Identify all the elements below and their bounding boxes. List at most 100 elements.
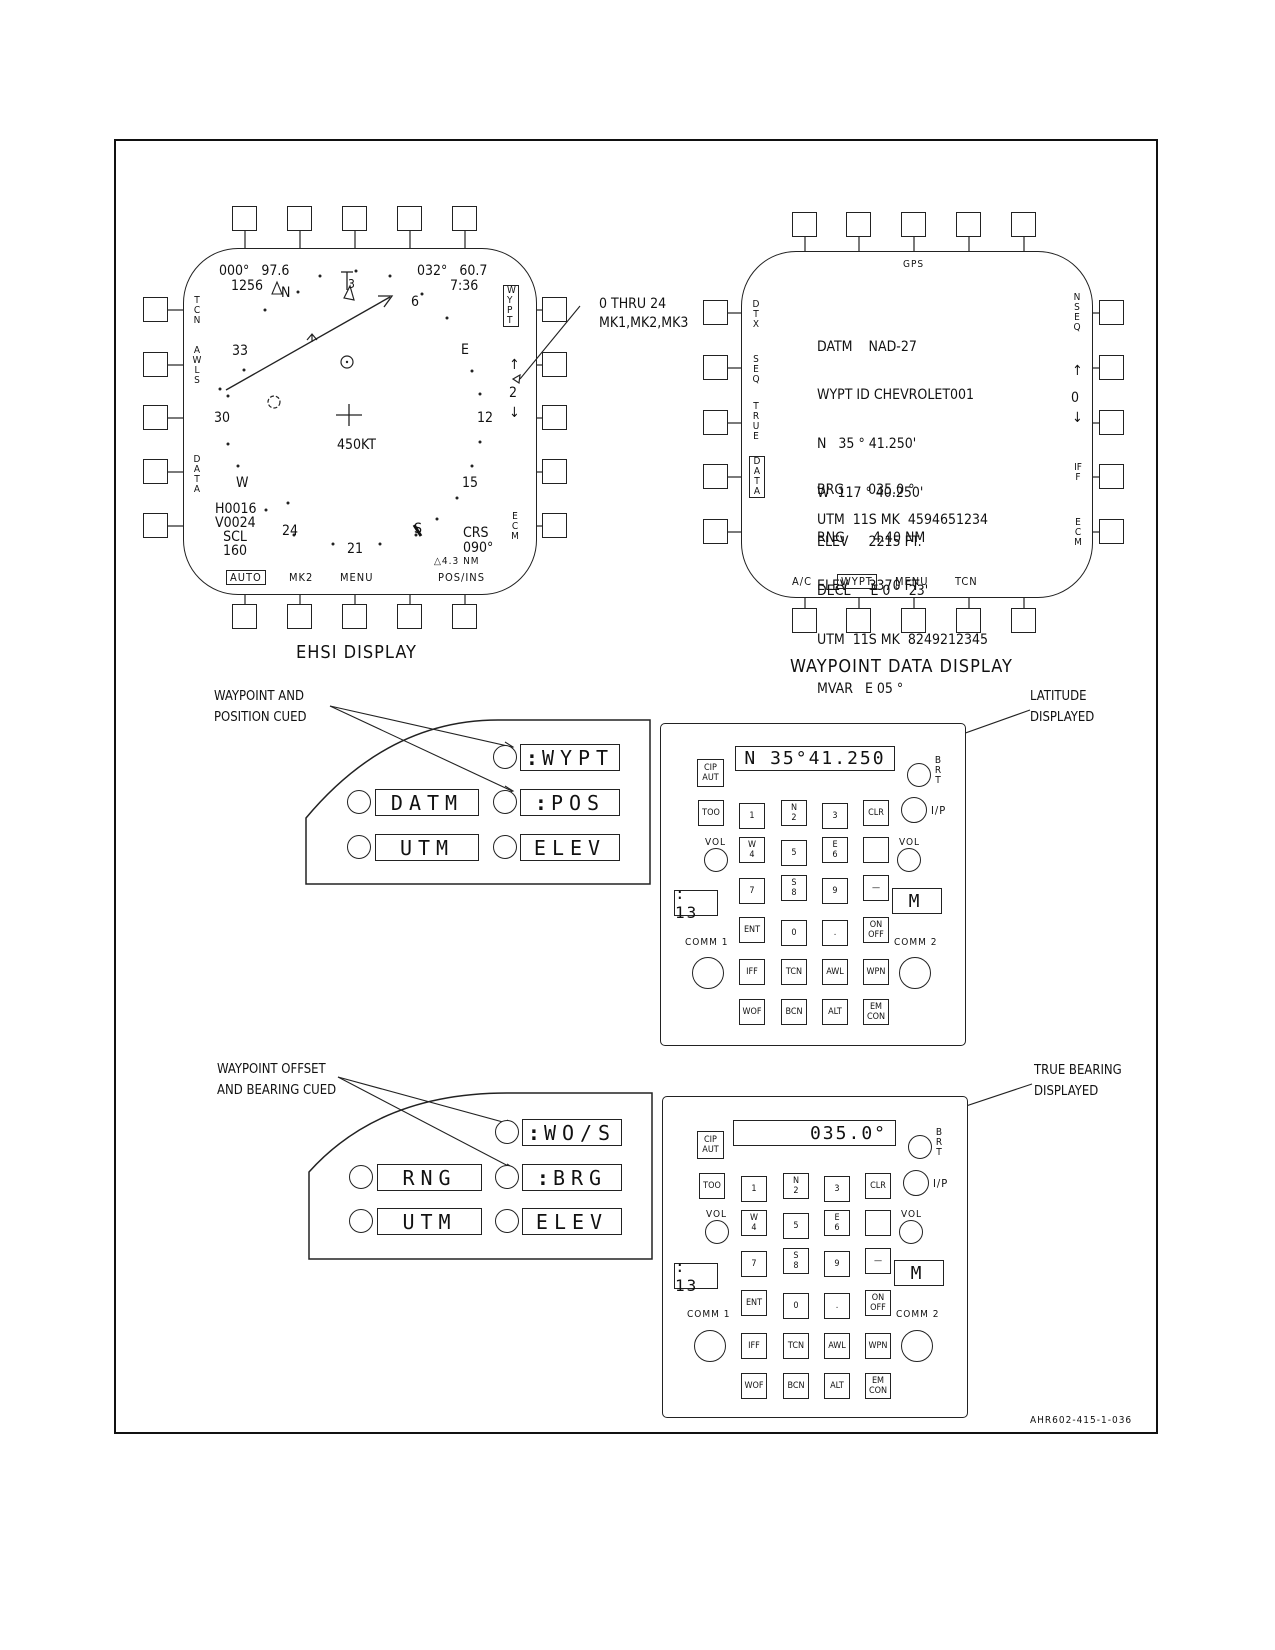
comm1-knob-2[interactable] <box>694 1330 726 1362</box>
wdd-osb-top-5[interactable] <box>1011 212 1036 237</box>
key-blank-2[interactable] <box>865 1210 891 1236</box>
key-w4-2[interactable]: W 4 <box>741 1210 767 1236</box>
wdd-label-data[interactable]: DATA <box>749 456 765 498</box>
cip-aut-key-2[interactable]: CIP AUT <box>697 1131 724 1159</box>
osb-top-2[interactable] <box>287 206 312 231</box>
key-e6[interactable]: E 6 <box>822 837 848 863</box>
key-too-2[interactable]: TOO <box>699 1173 725 1199</box>
key-iff-2[interactable]: IFF <box>741 1333 767 1359</box>
key-clr[interactable]: CLR <box>863 800 889 826</box>
key-0-2[interactable]: 0 <box>783 1293 809 1319</box>
osb-right-5[interactable] <box>542 513 567 538</box>
wdd-osb-top-2[interactable] <box>846 212 871 237</box>
option-elev[interactable]: ELEV <box>520 834 620 861</box>
osb-top-4[interactable] <box>397 206 422 231</box>
key-clr-2[interactable]: CLR <box>865 1173 891 1199</box>
option-datm[interactable]: DATM <box>375 789 479 816</box>
option-elev-2[interactable]: ELEV <box>522 1208 622 1235</box>
key-tcn-2[interactable]: TCN <box>783 1333 809 1359</box>
key-tcn[interactable]: TCN <box>781 959 807 985</box>
key-emcon-2[interactable]: EM CON <box>865 1373 891 1399</box>
comm1-knob[interactable] <box>692 957 724 989</box>
key-ent[interactable]: ENT <box>739 917 765 943</box>
wdd-osb-top-1[interactable] <box>792 212 817 237</box>
wdd-label-seq[interactable]: SEQ <box>752 354 760 385</box>
osb-left-4[interactable] <box>143 459 168 484</box>
key-iff[interactable]: IFF <box>739 959 765 985</box>
key-wpn[interactable]: WPN <box>863 959 889 985</box>
key-dot[interactable]: . <box>822 920 848 946</box>
wdd-ac-button[interactable]: A/C <box>792 575 813 588</box>
wdd-osb-left-1[interactable] <box>703 300 728 325</box>
osb-right-1[interactable] <box>542 297 567 322</box>
key-dot-2[interactable]: . <box>824 1293 850 1319</box>
key-blank[interactable] <box>863 837 889 863</box>
key-awl[interactable]: AWL <box>822 959 848 985</box>
osb-top-1[interactable] <box>232 206 257 231</box>
wdd-gps-label[interactable]: GPS <box>903 259 925 270</box>
osb-circle-datm[interactable] <box>347 790 371 814</box>
brt-knob[interactable] <box>907 763 931 787</box>
ehsi-mk2-button[interactable]: MK2 <box>289 571 314 584</box>
wdd-osb-right-5[interactable] <box>1099 519 1124 544</box>
osb-circle-utm-2[interactable] <box>349 1209 373 1233</box>
osb-bottom-4[interactable] <box>397 604 422 629</box>
osb-circle-elev-2[interactable] <box>495 1209 519 1233</box>
key-3[interactable]: 3 <box>822 803 848 829</box>
key-5-2[interactable]: 5 <box>783 1213 809 1239</box>
osb-circle-wypt[interactable] <box>493 745 517 769</box>
ehsi-posins-button[interactable]: POS/INS <box>438 571 485 584</box>
key-ent-2[interactable]: ENT <box>741 1290 767 1316</box>
wdd-osb-bottom-1[interactable] <box>792 608 817 633</box>
wdd-osb-bottom-4[interactable] <box>956 608 981 633</box>
wdd-osb-right-2[interactable] <box>1099 355 1124 380</box>
ehsi-label-data[interactable]: DATA <box>193 454 201 495</box>
osb-top-3[interactable] <box>342 206 367 231</box>
key-dash-2[interactable]: — <box>865 1248 891 1274</box>
key-dash[interactable]: — <box>863 875 889 901</box>
key-n2[interactable]: N 2 <box>781 800 807 826</box>
key-n2-2[interactable]: N 2 <box>783 1173 809 1199</box>
comm2-knob-2[interactable] <box>901 1330 933 1362</box>
wdd-label-dtx[interactable]: DTX <box>752 299 760 330</box>
wdd-osb-left-4[interactable] <box>703 464 728 489</box>
key-1-2[interactable]: 1 <box>741 1176 767 1202</box>
osb-circle-rng[interactable] <box>349 1165 373 1189</box>
osb-circle-brg[interactable] <box>495 1165 519 1189</box>
option-utm-2[interactable]: UTM <box>377 1208 482 1235</box>
wdd-osb-bottom-2[interactable] <box>846 608 871 633</box>
key-emcon[interactable]: EM CON <box>863 999 889 1025</box>
ehsi-label-ecm[interactable]: ECM <box>511 511 519 542</box>
ip-button[interactable] <box>901 797 927 823</box>
key-onoff[interactable]: ON OFF <box>863 917 889 943</box>
osb-circle-elev[interactable] <box>493 835 517 859</box>
wdd-osb-right-3[interactable] <box>1099 410 1124 435</box>
wdd-label-true[interactable]: TRUE <box>752 401 760 442</box>
wdd-menu-button[interactable]: MENU <box>895 575 929 588</box>
comm2-knob[interactable] <box>899 957 931 989</box>
osb-bottom-1[interactable] <box>232 604 257 629</box>
ehsi-wypt-label[interactable]: WYPT <box>503 285 519 327</box>
wdd-tcn-button[interactable]: TCN <box>955 575 978 588</box>
key-0[interactable]: 0 <box>781 920 807 946</box>
ip-button-2[interactable] <box>903 1170 929 1196</box>
option-wos[interactable]: :WO/S <box>522 1119 622 1146</box>
key-7[interactable]: 7 <box>739 878 765 904</box>
wdd-osb-right-4[interactable] <box>1099 464 1124 489</box>
wdd-label-ecm[interactable]: ECM <box>1074 517 1082 548</box>
osb-circle-wos[interactable] <box>495 1120 519 1144</box>
key-9-2[interactable]: 9 <box>824 1251 850 1277</box>
key-s8[interactable]: S 8 <box>781 875 807 901</box>
ehsi-arrow-up[interactable]: ↑ <box>509 357 520 373</box>
key-e6-2[interactable]: E 6 <box>824 1210 850 1236</box>
wdd-osb-right-1[interactable] <box>1099 300 1124 325</box>
vol-knob-right[interactable] <box>897 848 921 872</box>
key-wof-2[interactable]: WOF <box>741 1373 767 1399</box>
wdd-osb-left-3[interactable] <box>703 410 728 435</box>
brt-knob-2[interactable] <box>908 1135 932 1159</box>
osb-right-2[interactable] <box>542 352 567 377</box>
key-onoff-2[interactable]: ON OFF <box>865 1290 891 1316</box>
osb-left-2[interactable] <box>143 352 168 377</box>
key-awl-2[interactable]: AWL <box>824 1333 850 1359</box>
wdd-osb-top-3[interactable] <box>901 212 926 237</box>
